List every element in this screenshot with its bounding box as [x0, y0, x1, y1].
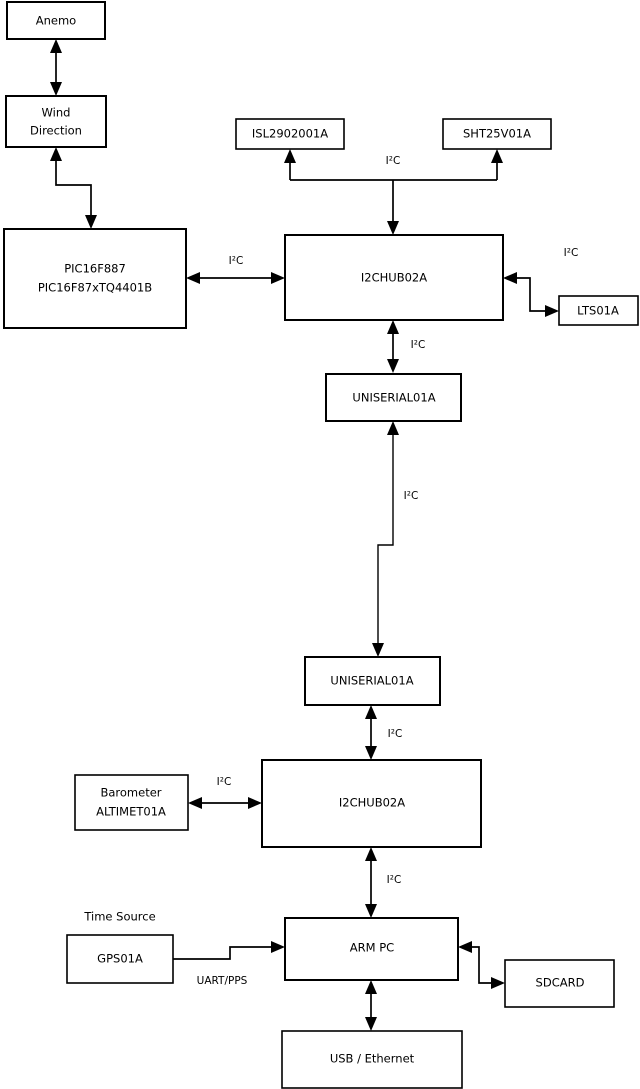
arrow-head-down [365, 1017, 377, 1031]
node-label-anemo: Anemo [36, 14, 76, 28]
arrow-head-down [50, 82, 62, 96]
node-usb-ethernet[interactable]: USB / Ethernet [281, 1030, 463, 1089]
edge-label-uniserial-link: I²C [404, 490, 419, 502]
arrow-head-down [387, 221, 399, 235]
arrow-head-right [271, 941, 285, 953]
arrow-head-up [491, 149, 503, 163]
node-label-i2chub02a-bottom: I2CHUB02A [339, 796, 405, 810]
arrow-head-down [365, 746, 377, 760]
node-label-wind-direction-line1: Wind [42, 106, 71, 120]
edge-label-sensors-hub-top: I²C [386, 155, 401, 167]
node-label-wind-direction-line2: Direction [30, 124, 82, 138]
arrow-head-left [503, 272, 517, 284]
node-label-arm-pc: ARM PC [350, 941, 394, 955]
node-label-sdcard: SDCARD [536, 976, 585, 990]
node-arm-pc[interactable]: ARM PC [284, 917, 459, 981]
node-uniserial01a-bottom[interactable]: UNISERIAL01A [304, 656, 441, 706]
node-label-pic-line1: PIC16F887 [64, 262, 126, 276]
node-label-usb-ethernet: USB / Ethernet [330, 1052, 415, 1066]
edge-hub-bottom-arm-pc: I²C [365, 847, 401, 918]
arrow-head-left [186, 272, 200, 284]
arrow-head-left [458, 941, 472, 953]
node-wind-direction[interactable]: Wind Direction [5, 95, 107, 148]
node-lts01a[interactable]: LTS01A [558, 295, 639, 326]
label-time-source: Time Source [83, 910, 155, 924]
arrow-head-up [387, 320, 399, 334]
edge-pic-hub-top: I²C [186, 255, 285, 284]
edge-gps-arm-pc: UART/PPS [173, 941, 285, 987]
edge-pic-wind-direction [50, 147, 97, 229]
arrow-head-right [271, 272, 285, 284]
node-i2chub02a-top[interactable]: I2CHUB02A [284, 234, 504, 321]
arrow-head-up [387, 421, 399, 435]
node-sdcard[interactable]: SDCARD [504, 959, 615, 1008]
arrow-head-down [387, 359, 399, 373]
node-label-lts01a: LTS01A [577, 304, 619, 318]
edge-uniserial-link: I²C [372, 421, 418, 657]
node-barometer[interactable]: Barometer ALTIMET01A [74, 774, 189, 831]
arrow-head-right [491, 977, 505, 989]
node-sht25v01a[interactable]: SHT25V01A [442, 118, 552, 150]
edge-label-gps-arm-pc: UART/PPS [197, 975, 248, 987]
node-label-isl2902001a: ISL2902001A [252, 127, 328, 141]
edge-label-barometer-hub-bottom: I²C [217, 776, 232, 788]
node-i2chub02a-bottom[interactable]: I2CHUB02A [261, 759, 482, 848]
edge-label-pic-hub-top: I²C [229, 255, 244, 267]
arrow-head-up [50, 39, 62, 53]
arrow-head-left [188, 797, 202, 809]
node-anemo[interactable]: Anemo [6, 1, 106, 40]
node-label-barometer-line2: ALTIMET01A [96, 805, 166, 819]
edge-hub-top-sensors: I²C [284, 149, 503, 235]
edge-hub-top-uniserial-top: I²C [387, 320, 425, 373]
edge-hub-top-lts: I²C [503, 247, 578, 317]
edge-label-hub-top-uniserial-top: I²C [411, 339, 426, 351]
node-label-gps01a: GPS01A [97, 952, 143, 966]
node-label-uniserial01a-top: UNISERIAL01A [352, 391, 435, 405]
edge-barometer-hub-bottom: I²C [188, 776, 262, 809]
arrow-head-down [372, 643, 384, 657]
node-label-i2chub02a-top: I2CHUB02A [361, 271, 427, 285]
node-label-sht25v01a: SHT25V01A [463, 127, 531, 141]
node-pic[interactable]: PIC16F887 PIC16F87xTQ4401B [3, 228, 187, 329]
node-label-barometer-line1: Barometer [100, 786, 161, 800]
arrow-head-down [365, 904, 377, 918]
arrow-head-up [365, 980, 377, 994]
arrow-head-up [365, 847, 377, 861]
edge-label-uniserial-bottom-hub-bottom: I²C [388, 728, 403, 740]
arrow-head-up [365, 705, 377, 719]
arrow-head-up [284, 149, 296, 163]
node-gps01a[interactable]: GPS01A [66, 934, 174, 984]
edge-anemo-wind-direction [50, 39, 62, 96]
edge-label-hub-top-lts: I²C [564, 247, 579, 259]
edge-label-hub-bottom-arm-pc: I²C [387, 874, 402, 886]
arrow-head-up [50, 147, 62, 161]
arrow-head-right [248, 797, 262, 809]
arrow-head-down [85, 215, 97, 229]
node-isl2902001a[interactable]: ISL2902001A [235, 118, 345, 150]
node-uniserial01a-top[interactable]: UNISERIAL01A [325, 373, 462, 422]
node-label-pic-line2: PIC16F87xTQ4401B [38, 281, 152, 295]
edge-uniserial-bottom-hub-bottom: I²C [365, 705, 402, 760]
node-label-uniserial01a-bottom: UNISERIAL01A [330, 674, 413, 688]
edge-arm-pc-sdcard [458, 941, 505, 989]
arrow-head-right [545, 305, 559, 317]
edge-arm-pc-usb-ethernet [365, 980, 377, 1031]
